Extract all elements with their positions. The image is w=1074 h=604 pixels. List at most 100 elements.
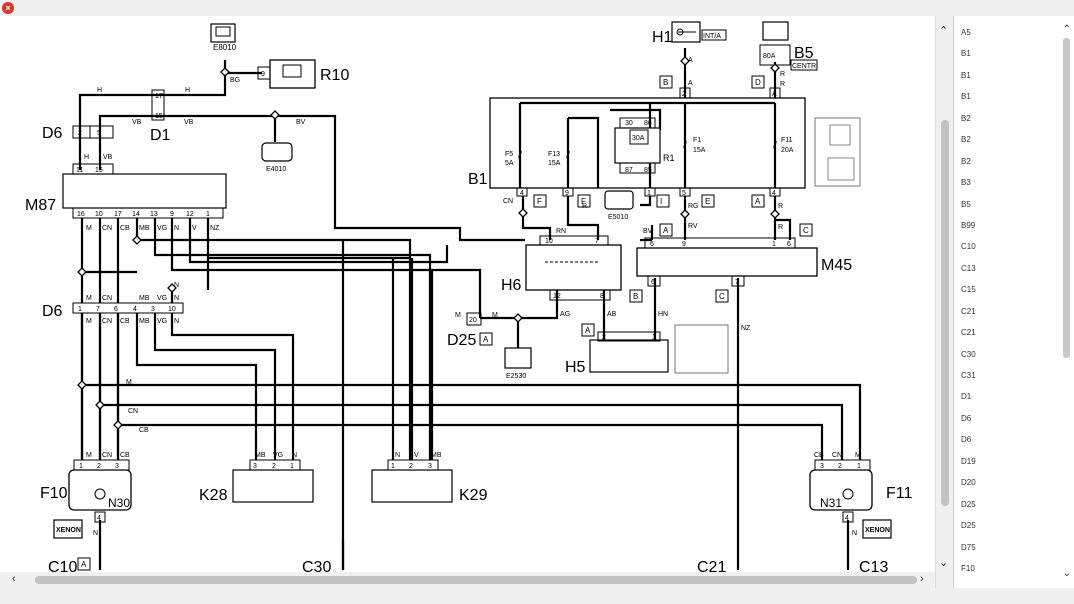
wire-code: NZ (741, 325, 751, 332)
component-list-item[interactable]: D25 (961, 521, 976, 531)
component-list-item[interactable]: C31 (961, 371, 976, 380)
pin-label: 2 (78, 130, 82, 137)
label-c13: C13 (859, 559, 888, 576)
pin-label: 11 (76, 167, 83, 174)
diagram-horizontal-scrollbar[interactable]: ‹ › (0, 572, 935, 588)
label-r10: R10 (320, 67, 349, 84)
pin-label: 1 (391, 463, 395, 470)
component-list-item[interactable]: B3 (961, 178, 971, 188)
wire-code: VG (157, 318, 167, 325)
wire-code: CB (814, 452, 824, 459)
list-scroll-thumb[interactable] (1063, 38, 1070, 358)
scroll-thumb[interactable] (35, 576, 917, 584)
list-scroll-up-icon[interactable]: ⌃ (1062, 24, 1071, 35)
component-list-item[interactable]: D20 (961, 478, 976, 488)
diagram-pane[interactable]: E8010 9 R10 BG 17 15 D1 H H VB VB BV 2 5… (0, 16, 935, 588)
wire-code: BV (296, 119, 306, 126)
wire-code: RV (688, 223, 698, 230)
label-m45: M45 (821, 257, 852, 274)
label-e2530: E2530 (506, 373, 526, 380)
wire-code: AG (560, 311, 570, 318)
component-list-item[interactable]: F10 (961, 563, 975, 573)
pin-label: 7 (735, 279, 739, 286)
wire-code: A (688, 57, 693, 64)
pin-label: 1 (772, 241, 776, 248)
close-icon[interactable]: × (2, 2, 14, 14)
component-list-item[interactable]: B5 (961, 199, 971, 209)
pin-label: 1 (78, 306, 82, 313)
scroll-right-icon[interactable]: › (920, 573, 924, 585)
pin-label: 2 (682, 91, 686, 98)
label-n30: N30 (108, 496, 130, 510)
component-list-item[interactable]: C21 (961, 306, 976, 316)
component-list-item[interactable]: B1 (961, 92, 971, 102)
component-list-item[interactable]: C21 (961, 328, 976, 338)
label-f11-amp: 20A (781, 147, 794, 154)
wire-code: H (185, 87, 190, 94)
wire-code: MB (139, 225, 150, 232)
component-list-item[interactable]: D1 (961, 392, 972, 402)
component-list-item[interactable]: C10 (961, 242, 976, 252)
pin-label: 2 (409, 463, 413, 470)
label-f1-amp: 15A (693, 147, 706, 154)
pin-label: 7 (595, 238, 599, 245)
wire-code: CN (503, 198, 513, 205)
pin-label: 4 (133, 306, 137, 313)
component-list-item[interactable]: B99 (961, 220, 976, 230)
box-label: B (633, 292, 638, 301)
pin-label: 4 (520, 190, 524, 197)
label-f10: F10 (40, 485, 68, 502)
label-e8010: E8010 (213, 43, 237, 52)
component-list-item[interactable]: B2 (961, 113, 971, 123)
label-f13: F13 (548, 151, 560, 158)
wire-code: VG (157, 225, 167, 232)
pin-label: 10 (545, 238, 553, 245)
pin-label: 8 (600, 293, 604, 300)
component-list-item[interactable]: D6 (961, 435, 972, 445)
component-list-item[interactable]: D6 (961, 413, 972, 423)
scroll-down-icon[interactable]: ⌄ (939, 557, 949, 569)
box-label: D (755, 78, 761, 87)
wire-code: N (292, 452, 297, 459)
wire-code: A (772, 91, 777, 98)
component-list-item[interactable]: A5 (961, 28, 971, 37)
pin-label: 10 (168, 306, 176, 313)
pin-label: 1 (857, 463, 861, 470)
component-list-item[interactable]: C30 (961, 349, 976, 359)
pin-label: 12 (186, 211, 194, 218)
pin-label: 6 (787, 241, 791, 248)
component-list-item[interactable]: B1 (961, 70, 971, 80)
wire-code: CN (102, 318, 112, 325)
wire-code: CB (120, 452, 130, 459)
label-m87: M87 (25, 197, 56, 214)
component-list-item[interactable]: C13 (961, 263, 976, 273)
component-list-item[interactable]: D75 (961, 542, 976, 552)
scroll-up-icon[interactable]: ⌃ (939, 25, 949, 37)
pin-label: 9 (170, 211, 174, 218)
component-list-item[interactable]: D19 (961, 456, 976, 466)
wire-code: VB (132, 119, 142, 126)
component-list-item[interactable]: B2 (961, 135, 971, 145)
wire-code: MB (255, 452, 266, 459)
label-f5-amp: 5A (505, 160, 514, 167)
pin-label: 9 (682, 241, 686, 248)
pin-label: 3 (253, 463, 257, 470)
wire-code: HN (658, 311, 668, 318)
component-list-item[interactable]: B1 (961, 49, 971, 59)
pin-label: 2 (97, 463, 101, 470)
list-scroll-down-icon[interactable]: ⌄ (1062, 568, 1071, 579)
component-list-item[interactable]: C15 (961, 285, 976, 295)
wire-code: R (780, 71, 785, 78)
label-c21: C21 (697, 559, 726, 576)
wire-code: N (174, 225, 179, 232)
pin-label: 9 (565, 190, 569, 197)
component-list-item[interactable]: B2 (961, 156, 971, 166)
scroll-thumb[interactable] (941, 120, 949, 506)
pin-label: 17 (114, 211, 122, 218)
label-k29: K29 (459, 487, 488, 504)
pin-label: 1 (79, 463, 83, 470)
scroll-left-icon[interactable]: ‹ (12, 573, 16, 585)
diagram-vertical-scrollbar[interactable]: ⌃ ⌄ (935, 16, 954, 588)
component-list-item[interactable]: D25 (961, 499, 976, 509)
